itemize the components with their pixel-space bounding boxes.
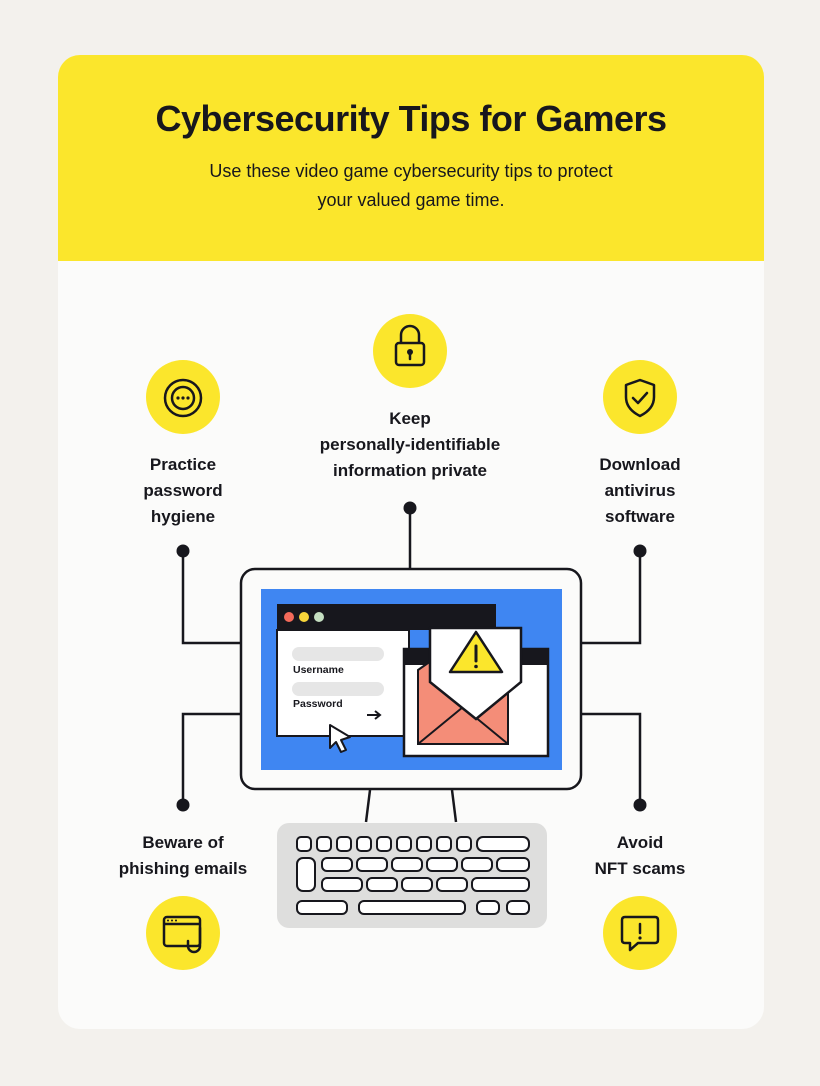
tip-antivirus-label: Download antivirus software [570, 452, 710, 530]
login-window: Username Password [276, 604, 496, 737]
password-field [292, 682, 384, 696]
connector-dot-antivirus [633, 544, 647, 558]
page-title: Cybersecurity Tips for Gamers [155, 98, 667, 139]
lock-icon [373, 314, 447, 388]
tip-phishing-line-1: Beware of [142, 833, 224, 852]
password-label: Password [293, 698, 343, 710]
connector-nft [572, 712, 642, 805]
tip-nft-line-2: NFT scams [594, 859, 686, 878]
monitor-stand-left [364, 789, 372, 823]
window-dot-green [314, 612, 324, 622]
shield-check-icon [603, 360, 677, 434]
tip-phishing-line-2: phishing emails [118, 859, 248, 878]
monitor-stand-right [450, 789, 458, 823]
arrow-right-icon [367, 710, 382, 720]
username-field [292, 647, 384, 661]
connector-phishing [181, 712, 250, 805]
tip-privacy-line-3: information private [333, 461, 487, 480]
tip-password-label: Practice password hygiene [113, 452, 253, 530]
connector-dot-privacy [403, 501, 417, 515]
connector-password [181, 551, 250, 645]
page-subtitle: Use these video game cybersecurity tips … [178, 157, 644, 215]
tip-privacy-line-1: Keep [389, 409, 431, 428]
tip-nft-label: Avoid NFT scams [570, 830, 710, 882]
subtitle-line-2: your valued game time. [317, 190, 505, 210]
alert-message-icon [603, 896, 677, 970]
tip-privacy-line-2: personally-identifiable [319, 435, 501, 454]
header-banner: Cybersecurity Tips for Gamers Use these … [58, 55, 764, 261]
connector-antivirus [572, 551, 642, 645]
password-icon [146, 360, 220, 434]
window-dot-red [284, 612, 294, 622]
connector-lines [181, 508, 642, 805]
tip-antivirus-line-1: Download [599, 455, 681, 474]
phishing-hook-icon [146, 896, 220, 970]
tip-password-line-1: Practice [149, 455, 217, 474]
keyboard [277, 823, 547, 928]
tip-nft-line-1: Avoid [616, 833, 664, 852]
tip-password-line-3: hygiene [150, 507, 216, 526]
connector-dot-phishing [176, 798, 190, 812]
username-label: Username [293, 664, 344, 676]
window-dot-yellow [299, 612, 309, 622]
tip-antivirus-line-3: software [605, 507, 675, 526]
tip-antivirus-line-2: antivirus [604, 481, 676, 500]
connector-dot-password [176, 544, 190, 558]
tip-password-line-2: password [143, 481, 223, 500]
subtitle-line-1: Use these video game cybersecurity tips … [209, 161, 613, 181]
cursor-icon [329, 724, 351, 753]
tip-privacy-label: Keep personally-identifiable information… [290, 406, 530, 484]
connector-dot-nft [633, 798, 647, 812]
tip-phishing-label: Beware of phishing emails [103, 830, 263, 882]
email-window [402, 626, 550, 758]
